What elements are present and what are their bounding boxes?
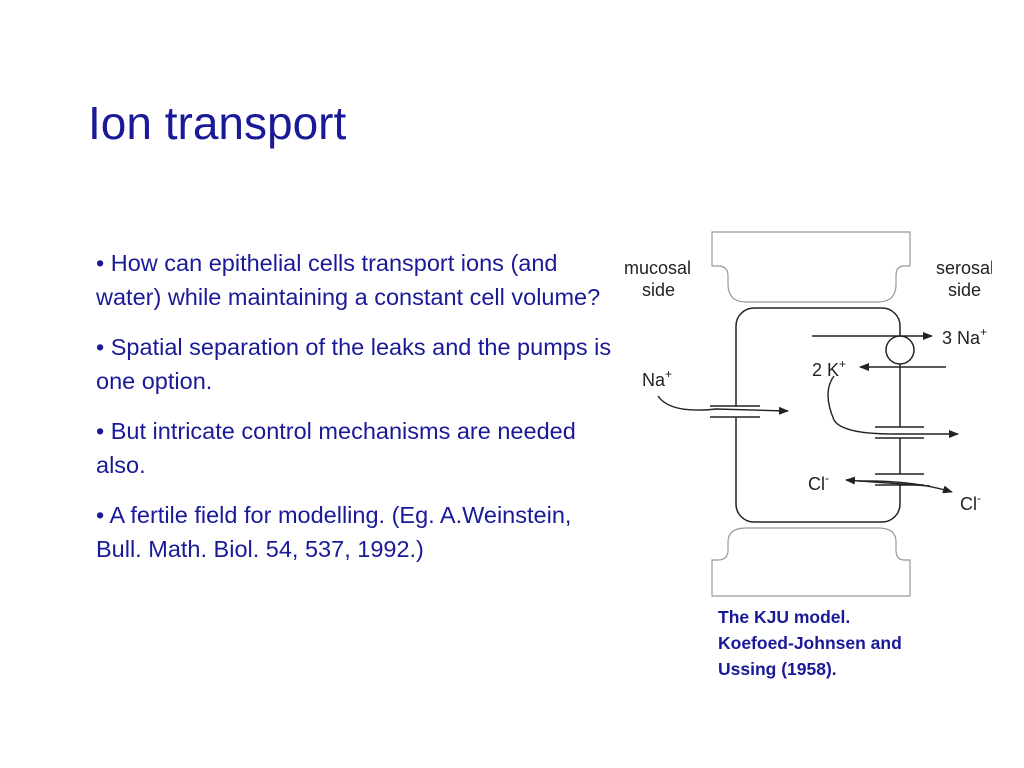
bottom-neighbor-cell <box>711 527 911 597</box>
cl-in-label: Cl- <box>808 471 829 494</box>
kju-model-figure: mucosal side serosal side Na+ 3 Na+ 2 K+… <box>612 224 994 604</box>
bullet-item: • Spatial separation of the leaks and th… <box>96 334 612 394</box>
caption-line: Koefoed-Johnsen and <box>718 633 902 653</box>
cl-out-arrow <box>857 480 953 494</box>
bullet-list: • How can epithelial cells transport ion… <box>96 246 616 582</box>
cl-out-label: Cl- <box>960 491 981 514</box>
na-k-pump <box>885 335 915 365</box>
slide-title: Ion transport <box>88 97 347 149</box>
channels <box>710 405 924 486</box>
caption-line: Ussing (1958). <box>718 659 837 679</box>
na-in-arrow <box>657 395 789 415</box>
k-leak-arrow <box>827 375 959 438</box>
kju-diagram: mucosal side serosal side Na+ 3 Na+ 2 K+… <box>624 231 994 597</box>
bullet-item: • A fertile field for modelling. (Eg. A.… <box>96 502 572 562</box>
caption-line: The KJU model. <box>718 607 851 627</box>
top-neighbor-cell <box>711 231 911 303</box>
mucosal-label: side <box>642 280 675 300</box>
k-label: 2 K+ <box>812 357 846 380</box>
serosal-label: side <box>948 280 981 300</box>
na-out-label: 3 Na+ <box>942 325 987 348</box>
na-in-label: Na+ <box>642 367 672 390</box>
bullet-item: • But intricate control mechanisms are n… <box>96 418 576 478</box>
serosal-label: serosal <box>936 258 992 278</box>
mucosal-label: mucosal <box>624 258 691 278</box>
figure-caption: The KJU model. Koefoed-Johnsen and Ussin… <box>718 604 998 682</box>
bullet-item: • How can epithelial cells transport ion… <box>96 250 601 310</box>
